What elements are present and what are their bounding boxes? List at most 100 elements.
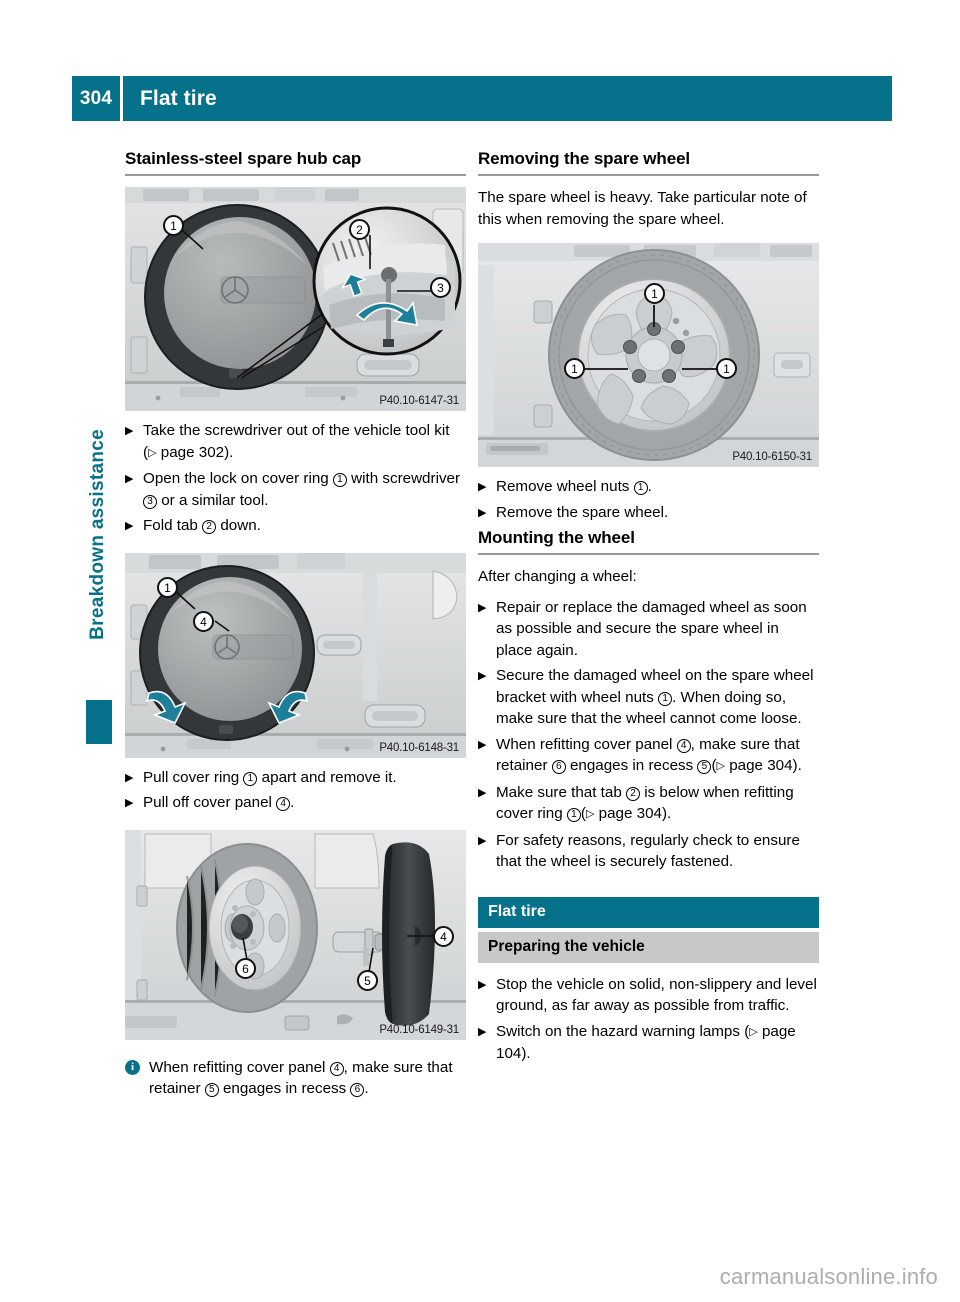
callout-5: 5 xyxy=(357,969,378,991)
step-text: Secure the damaged wheel on the spare wh… xyxy=(496,667,814,727)
step-item: ▶ Open the lock on cover ring 1 with scre… xyxy=(125,468,466,511)
page-header: 304 Flat tire xyxy=(72,76,892,121)
step-bullet-icon: ▶ xyxy=(125,473,134,485)
chapter-label: Breakdown assistance xyxy=(87,429,108,640)
step-item: ▶ Secure the damaged wheel on the spare w… xyxy=(478,665,819,730)
step-text: Fold tab 2 down. xyxy=(143,517,261,534)
step-bullet-icon: ▶ xyxy=(478,1025,487,1038)
steps-list-cover-ring: ▶Pull cover ring 1 apart and remove it.▶… xyxy=(125,767,466,814)
figure-1-graphic xyxy=(125,187,466,411)
step-item: ▶Stop the vehicle on solid, non-slippery… xyxy=(478,974,819,1017)
step-bullet-icon: ▶ xyxy=(478,738,487,751)
page-number: 304 xyxy=(79,87,113,109)
figure-wheel-nuts: 1 1 1 P40.10-6150-31 xyxy=(478,243,819,467)
callout-ref-1: 1 xyxy=(566,808,581,822)
callout-1-left: 1 xyxy=(564,358,585,379)
step-item: ▶ Switch on the hazard warning lamps (▷ p… xyxy=(478,1021,819,1065)
step-bullet-icon: ▶ xyxy=(478,978,487,991)
right-column: Removing the spare wheel The spare wheel… xyxy=(478,148,819,1069)
page-reference-icon: ▷ xyxy=(148,446,157,459)
figure-4-caption: P40.10-6150-31 xyxy=(732,451,812,463)
info-icon: i xyxy=(125,1059,140,1075)
step-bullet-icon: ▶ xyxy=(125,520,134,532)
left-column: Stainless-steel spare hub cap xyxy=(125,148,466,1100)
step-text: For safety reasons, regularly check to e… xyxy=(496,831,800,871)
callout-ref-6: 6 xyxy=(551,760,566,774)
callout-4: 4 xyxy=(193,610,214,632)
step-text: Open the lock on cover ring 1 with screw… xyxy=(143,470,461,509)
callout-1-right: 1 xyxy=(716,358,737,379)
callout-1: 1 xyxy=(163,215,184,236)
step-text: Take the screwdriver out of the vehicle … xyxy=(143,422,450,461)
figure-spare-wheel-cover-panel: 4 5 6 P40.10-6149-31 xyxy=(125,829,466,1040)
step-text: When refitting cover panel 4, make sure … xyxy=(496,735,802,774)
step-item: ▶ Remove the spare wheel. xyxy=(478,502,819,524)
step-bullet-icon: ▶ xyxy=(478,670,487,682)
step-item: ▶ When refitting cover panel 4, make sure… xyxy=(478,734,819,778)
figure-4-graphic xyxy=(478,243,819,467)
steps-list-remove-wheel: ▶ Remove wheel nuts 1. ▶ Remove the spare w… xyxy=(478,476,819,523)
step-bullet-icon: ▶ xyxy=(478,481,487,493)
figure-hub-cap-lock: 1 2 3 P40.10-6147-31 xyxy=(125,187,466,411)
callout-ref-4: 4 xyxy=(276,797,291,811)
page-reference-icon: ▷ xyxy=(716,760,725,772)
step-bullet-icon: ▶ xyxy=(125,797,134,809)
page-reference-icon: ▷ xyxy=(749,1025,758,1038)
step-item: ▶ Fold tab 2 down. xyxy=(125,515,466,537)
step-bullet-icon: ▶ xyxy=(478,601,487,614)
step-item: ▶ Pull off cover panel 4. xyxy=(125,792,466,814)
step-item: ▶ Make sure that tab 2 is below when refi… xyxy=(478,782,819,826)
callout-ref-4: 4 xyxy=(676,738,691,753)
step-text: Make sure that tab 2 is below when refit… xyxy=(496,783,794,822)
step-text: Switch on the hazard warning lamps (▷ pa… xyxy=(496,1022,796,1063)
header-divider xyxy=(120,76,123,121)
step-bullet-icon: ▶ xyxy=(125,425,134,437)
callout-ref-3: 3 xyxy=(143,494,157,509)
step-text: Remove the spare wheel. xyxy=(496,503,669,521)
step-item: ▶ Take the screwdriver out of the vehicle… xyxy=(125,420,466,464)
chapter-marker-square xyxy=(86,700,112,744)
figure-1-caption: P40.10-6147-31 xyxy=(379,395,459,407)
step-bullet-icon: ▶ xyxy=(478,834,487,847)
intro-mounting-the-wheel: After changing a wheel: xyxy=(478,568,637,585)
steps-list-preparing-vehicle: ▶Stop the vehicle on solid, non-slippery… xyxy=(478,974,819,1065)
callout-4: 4 xyxy=(433,925,454,947)
subsection-bar-preparing-the-vehicle: Preparing the vehicle xyxy=(478,931,819,963)
figure-2-graphic xyxy=(125,552,466,758)
callout-ref-1: 1 xyxy=(633,481,648,495)
step-text: Pull cover ring 1 apart and remove it. xyxy=(143,768,397,786)
step-bullet-icon: ▶ xyxy=(478,786,487,799)
header-title-box: Flat tire xyxy=(123,76,892,121)
callout-ref-1: 1 xyxy=(332,473,347,487)
callout-ref-4: 4 xyxy=(329,1061,344,1076)
chapter-side-tab: Breakdown assistance xyxy=(76,429,116,770)
callout-3: 3 xyxy=(430,277,451,298)
step-text: Repair or replace the damaged wheel as s… xyxy=(496,598,807,659)
step-item: ▶ Repair or replace the damaged wheel as … xyxy=(478,597,819,662)
callout-ref-5: 5 xyxy=(697,760,712,774)
figure-2-caption: P40.10-6148-31 xyxy=(379,741,459,754)
step-item: ▶Pull cover ring 1 apart and remove it. xyxy=(125,767,466,789)
steps-list-hub-cap: ▶ Take the screwdriver out of the vehicle… xyxy=(125,420,466,537)
page-number-box: 304 xyxy=(72,76,120,121)
page-title: Flat tire xyxy=(140,86,217,110)
heading-mounting-the-wheel: Mounting the wheel xyxy=(478,527,819,555)
step-text: Remove wheel nuts 1. xyxy=(496,478,652,495)
page-reference-icon: ▷ xyxy=(585,808,595,820)
callout-ref-2: 2 xyxy=(202,520,217,534)
heading-stainless-steel-spare-hub-cap: Stainless-steel spare hub cap xyxy=(125,148,466,176)
callout-ref-5: 5 xyxy=(204,1083,219,1097)
info-note-cover-panel: i When refitting cover panel 4, make sur… xyxy=(125,1057,466,1100)
step-bullet-icon: ▶ xyxy=(478,506,487,519)
step-text: Pull off cover panel 4. xyxy=(143,794,295,811)
figure-3-caption: P40.10-6149-31 xyxy=(379,1023,459,1036)
callout-2: 2 xyxy=(349,219,370,240)
site-watermark: carmanualsonline.info xyxy=(719,1264,938,1289)
figure-cover-ring-removal: 1 4 P40.10-6148-31 xyxy=(125,552,466,758)
callout-ref-1: 1 xyxy=(243,771,258,786)
callout-1-top: 1 xyxy=(644,283,665,304)
callout-6: 6 xyxy=(235,957,256,979)
callout-ref-1: 1 xyxy=(658,691,673,706)
callout-ref-2: 2 xyxy=(626,786,641,801)
